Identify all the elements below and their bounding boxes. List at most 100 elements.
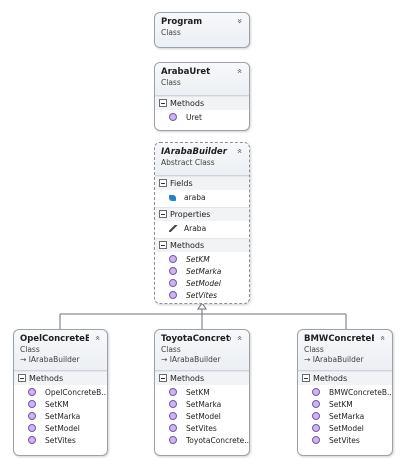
method-icon [312, 400, 320, 408]
collapse-minus-icon[interactable] [159, 210, 167, 218]
class-header: ToyotaConcrete... Class → IArabaBuilder … [155, 330, 249, 371]
compartment-label: Properties [170, 210, 211, 219]
method-name: SetMarka [186, 267, 222, 276]
method-icon [169, 388, 177, 396]
properties-compartment-header[interactable]: Properties [155, 207, 249, 221]
fields-compartment-header[interactable]: Fields [155, 176, 249, 190]
method-name: SetVites [329, 436, 360, 445]
method-icon [169, 279, 177, 287]
method-item[interactable]: ToyotaConcrete... [155, 435, 249, 447]
method-name: SetModel [186, 279, 221, 288]
method-item[interactable]: SetMarka [155, 266, 249, 278]
method-item[interactable]: SetVites [155, 423, 249, 435]
method-icon [169, 424, 177, 432]
method-item[interactable]: SetKM [155, 254, 249, 266]
class-opel-concrete-builder[interactable]: OpelConcreteBu... Class → IArabaBuilder … [13, 329, 108, 456]
method-item[interactable]: Uret [155, 112, 249, 124]
fields-list: araba [155, 190, 249, 207]
method-item[interactable]: SetKM [155, 387, 249, 399]
collapse-chevrons-icon[interactable]: « [234, 68, 244, 74]
property-wrench-icon [169, 225, 178, 232]
property-item[interactable]: Araba [155, 223, 249, 235]
class-header: Program Class » [155, 13, 249, 47]
methods-list: BMWConcreteB... SetKM SetMarka SetModel … [298, 385, 392, 450]
method-item[interactable]: SetVites [14, 435, 107, 447]
methods-compartment-header[interactable]: Methods [155, 96, 249, 110]
method-name: OpelConcreteB... [45, 388, 107, 397]
class-name: OpelConcreteBu... [20, 334, 89, 344]
methods-list: Uret [155, 110, 249, 127]
method-name: SetVites [45, 436, 76, 445]
class-araba-uret[interactable]: ArabaUret Class « Methods Uret [154, 62, 250, 131]
method-icon [28, 412, 36, 420]
method-name: SetModel [45, 424, 80, 433]
class-stereotype: Class [161, 78, 181, 87]
inherit-arrow-icon: → [161, 355, 168, 364]
field-icon [169, 195, 176, 201]
methods-compartment-header[interactable]: Methods [155, 238, 249, 252]
collapse-chevrons-icon[interactable]: « [234, 335, 244, 341]
class-bmw-concrete-builder[interactable]: BMWConcreteB... Class → IArabaBuilder « … [297, 329, 393, 456]
method-icon [312, 412, 320, 420]
method-icon [312, 436, 320, 444]
method-item[interactable]: SetMarka [298, 411, 392, 423]
field-item[interactable]: araba [155, 192, 249, 204]
class-stereotype: Class [161, 28, 181, 37]
method-item[interactable]: SetModel [155, 278, 249, 290]
method-name: SetKM [186, 388, 210, 397]
class-iaraba-builder[interactable]: IArabaBuilder Abstract Class « Fields ar… [154, 142, 250, 304]
method-item[interactable]: SetKM [14, 399, 107, 411]
method-item[interactable]: OpelConcreteB... [14, 387, 107, 399]
method-item[interactable]: SetKM [298, 399, 392, 411]
methods-compartment-header[interactable]: Methods [298, 371, 392, 385]
method-item[interactable]: SetModel [14, 423, 107, 435]
method-item[interactable]: SetVites [298, 435, 392, 447]
method-name: SetMarka [329, 412, 365, 421]
compartment-label: Methods [29, 374, 64, 383]
collapse-chevrons-icon[interactable]: « [234, 148, 244, 154]
method-name: ToyotaConcrete... [186, 436, 249, 445]
method-icon [312, 388, 320, 396]
collapse-minus-icon[interactable] [159, 179, 167, 187]
class-header: ArabaUret Class « [155, 63, 249, 96]
expand-chevrons-icon[interactable]: » [234, 18, 244, 24]
class-header: IArabaBuilder Abstract Class « [155, 143, 249, 176]
method-item[interactable]: SetVites [155, 290, 249, 302]
class-name: BMWConcreteB... [304, 334, 374, 344]
collapse-minus-icon[interactable] [159, 99, 167, 107]
method-item[interactable]: SetMarka [155, 399, 249, 411]
compartment-label: Methods [170, 241, 205, 250]
collapse-minus-icon[interactable] [159, 374, 167, 382]
method-name: SetMarka [186, 400, 222, 409]
class-toyota-concrete-builder[interactable]: ToyotaConcrete... Class → IArabaBuilder … [154, 329, 250, 456]
base-class-name: IArabaBuilder [312, 355, 364, 364]
collapse-minus-icon[interactable] [302, 374, 310, 382]
method-item[interactable]: SetMarka [14, 411, 107, 423]
method-item[interactable]: SetModel [155, 411, 249, 423]
method-name: SetModel [329, 424, 364, 433]
collapse-chevrons-icon[interactable]: « [377, 335, 387, 341]
method-item[interactable]: BMWConcreteB... [298, 387, 392, 399]
method-item[interactable]: SetModel [298, 423, 392, 435]
compartment-label: Fields [170, 179, 193, 188]
method-name: SetKM [329, 400, 353, 409]
collapse-minus-icon[interactable] [18, 374, 26, 382]
class-stereotype: Class [304, 345, 324, 354]
method-icon [169, 400, 177, 408]
collapse-chevrons-icon[interactable]: « [92, 335, 102, 341]
methods-list: SetKM SetMarka SetModel SetVites ToyotaC… [155, 385, 249, 450]
methods-compartment-header[interactable]: Methods [14, 371, 107, 385]
methods-compartment-header[interactable]: Methods [155, 371, 249, 385]
method-icon [28, 400, 36, 408]
method-icon [169, 412, 177, 420]
method-icon [312, 424, 320, 432]
method-icon [169, 113, 177, 121]
method-name: SetMarka [45, 412, 81, 421]
method-icon [169, 291, 177, 299]
class-program[interactable]: Program Class » [154, 12, 250, 48]
base-class-name: IArabaBuilder [169, 355, 221, 364]
inherit-arrow-icon: → [20, 355, 27, 364]
collapse-minus-icon[interactable] [159, 241, 167, 249]
